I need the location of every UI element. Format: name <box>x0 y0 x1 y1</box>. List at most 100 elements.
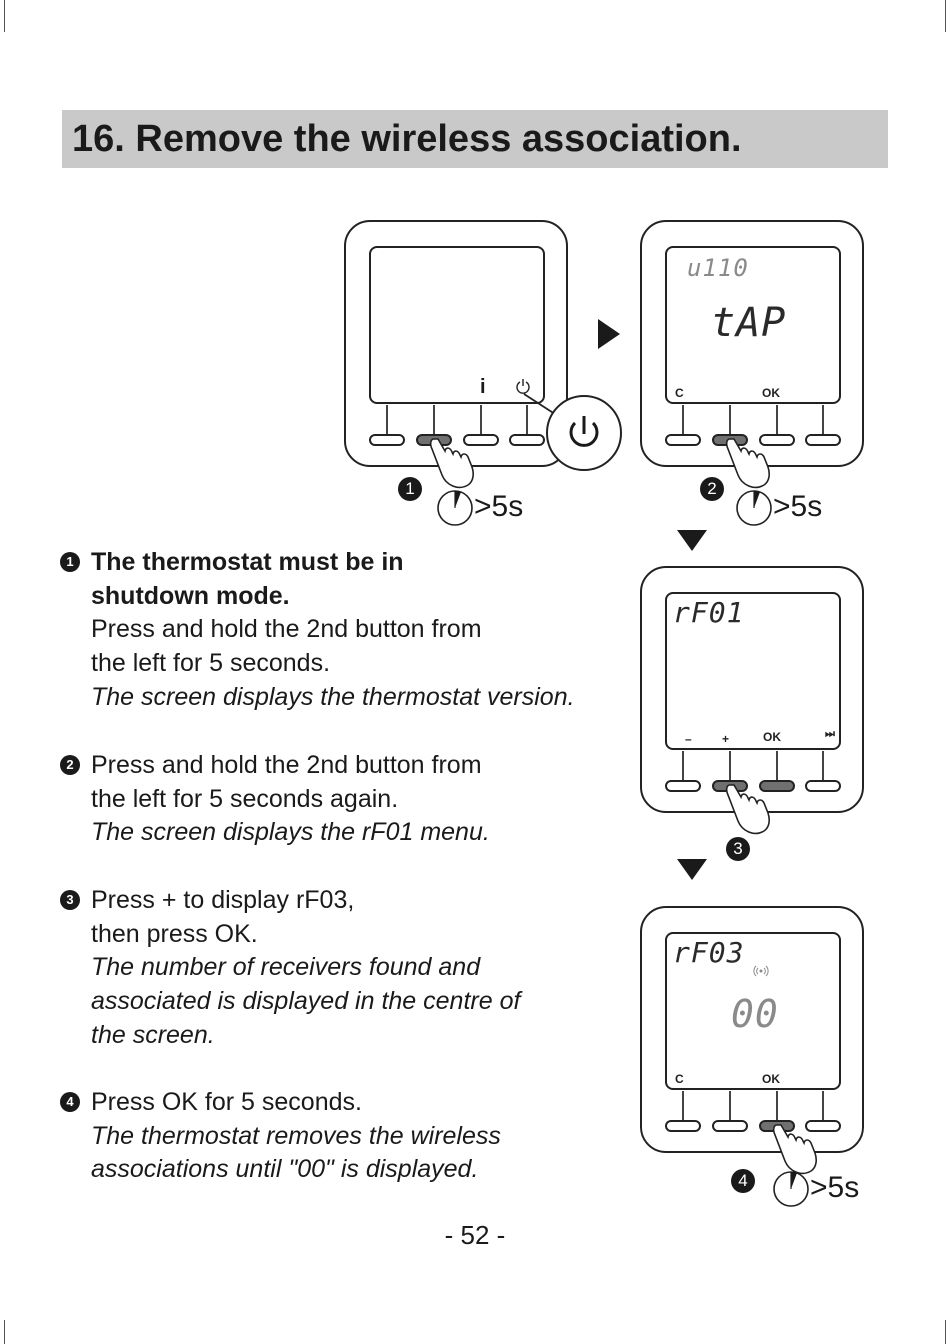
step-2-text-line: the left for 5 seconds again. <box>91 784 399 813</box>
thermostat-device-3: rF01 – + OK ⏭ <box>640 566 864 813</box>
power-icon <box>569 416 599 447</box>
button-guide <box>729 405 731 438</box>
menu-display: rF03 <box>673 936 745 969</box>
step-1-italic-line: The screen displays the thermostat versi… <box>91 682 575 711</box>
step-badge-1: 1 <box>398 477 422 501</box>
skip-icon: ⏭ <box>825 728 835 740</box>
menu-display: rF01 <box>673 596 745 629</box>
step-1-text-line: Press and hold the 2nd button from <box>91 615 482 644</box>
step-badge-4: 4 <box>731 1169 755 1193</box>
device-1-button-3[interactable] <box>463 434 499 446</box>
thermostat-device-4: rF03 00 C OK <box>640 906 864 1153</box>
crop-mark <box>945 0 946 32</box>
arrow-down-icon <box>677 859 707 880</box>
step-1-bold-line: The thermostat must be in <box>91 548 404 576</box>
device-2-button-1[interactable] <box>665 434 701 446</box>
step-1: 1 The thermostat must be in shutdown mod… <box>60 546 660 715</box>
button-guide <box>822 1091 824 1124</box>
step-3: 3 Press + to display rF03, then press OK… <box>60 884 660 1053</box>
button-guide <box>729 1091 731 1124</box>
step-4-italic-line: The thermostat removes the wireless <box>91 1121 501 1150</box>
step-badge-2: 2 <box>700 477 724 501</box>
ok-label: OK <box>762 386 780 400</box>
device-2-button-3[interactable] <box>759 434 795 446</box>
step-2-italic-line: The screen displays the rF01 menu. <box>91 818 490 847</box>
step-3-italic-line: the screen. <box>91 1020 215 1049</box>
wireless-icon <box>753 964 769 977</box>
button-guide <box>682 1091 684 1124</box>
crop-mark <box>945 1320 946 1344</box>
button-guide <box>776 405 778 438</box>
step-3-text-line: then press OK. <box>91 919 258 948</box>
step-4-text-line: Press OK for 5 seconds. <box>91 1088 362 1116</box>
device-3-button-1[interactable] <box>665 780 701 792</box>
device-4-button-3[interactable] <box>759 1120 795 1132</box>
device-1-button-4[interactable] <box>509 434 545 446</box>
step-bullet: 2 <box>60 755 80 775</box>
device-3-button-4[interactable] <box>805 780 841 792</box>
button-guide <box>480 405 482 438</box>
step-2: 2 Press and hold the 2nd button from the… <box>60 749 660 850</box>
device-4-button-4[interactable] <box>805 1120 841 1132</box>
button-guide <box>682 405 684 438</box>
device-2-button-4[interactable] <box>805 434 841 446</box>
step-bullet: 3 <box>60 890 80 910</box>
crop-mark <box>4 1320 5 1344</box>
ok-label: OK <box>762 1072 780 1086</box>
page-number: - 52 - <box>444 1220 506 1250</box>
button-guide <box>822 405 824 438</box>
step-badge-3: 3 <box>726 837 750 861</box>
small-power-icon <box>515 378 531 394</box>
button-guide <box>386 405 388 438</box>
button-guide <box>822 751 824 784</box>
receiver-count-display: 00 <box>731 992 779 1036</box>
device-4-button-2[interactable] <box>712 1120 748 1132</box>
hold-time-label: >5s <box>810 1171 860 1204</box>
crop-mark <box>4 0 5 32</box>
hold-time-label: >5s <box>773 490 823 523</box>
button-guide <box>433 405 435 438</box>
minus-label: – <box>685 732 692 746</box>
device-4-button-1[interactable] <box>665 1120 701 1132</box>
thermostat-device-2: u110 tAP C OK <box>640 220 864 467</box>
button-guide <box>776 1091 778 1124</box>
step-4-italic-line: associations until "00" is displayed. <box>91 1155 479 1184</box>
version-display: u110 <box>687 254 749 282</box>
device-1-screen: i <box>369 246 545 404</box>
c-label: C <box>675 386 684 400</box>
thermostat-device-1: i <box>344 220 568 467</box>
plus-label: + <box>722 732 730 746</box>
step-3-italic-line: associated is displayed in the centre of <box>91 987 521 1016</box>
c-label: C <box>675 1072 684 1086</box>
step-bullet: 4 <box>60 1092 80 1112</box>
step-1-bold-line: shutdown mode. <box>91 581 290 610</box>
device-1-button-2[interactable] <box>416 434 452 446</box>
step-4: 4 Press OK for 5 seconds. The thermostat… <box>60 1086 660 1187</box>
hold-time-label: >5s <box>474 490 524 523</box>
device-2-screen: u110 tAP C OK <box>665 246 841 404</box>
timer-icon <box>736 490 772 526</box>
step-1-text-line: the left for 5 seconds. <box>91 649 331 678</box>
title-bar <box>62 110 888 168</box>
device-3-button-3[interactable] <box>759 780 795 792</box>
timer-icon <box>437 490 473 526</box>
device-3-screen: rF01 – + OK ⏭ <box>665 592 841 750</box>
button-guide <box>682 751 684 784</box>
timer-icon <box>773 1171 809 1207</box>
info-label: i <box>480 376 486 398</box>
arrow-right-icon <box>598 319 620 349</box>
device-2-button-2[interactable] <box>712 434 748 446</box>
step-3-text-line: Press + to display rF03, <box>91 886 355 914</box>
arrow-down-icon <box>677 530 707 551</box>
device-4-screen: rF03 00 C OK <box>665 932 841 1090</box>
step-3-italic-line: The number of receivers found and <box>91 953 481 982</box>
ok-label: OK <box>763 730 781 744</box>
device-3-button-2[interactable] <box>712 780 748 792</box>
device-1-button-1[interactable] <box>369 434 405 446</box>
button-guide <box>729 751 731 784</box>
tap-display: tAP <box>711 300 787 346</box>
step-bullet: 1 <box>60 552 80 572</box>
page-title: 16. Remove the wireless association. <box>72 118 742 160</box>
button-guide <box>526 405 528 438</box>
step-2-text-line: Press and hold the 2nd button from <box>91 751 482 779</box>
